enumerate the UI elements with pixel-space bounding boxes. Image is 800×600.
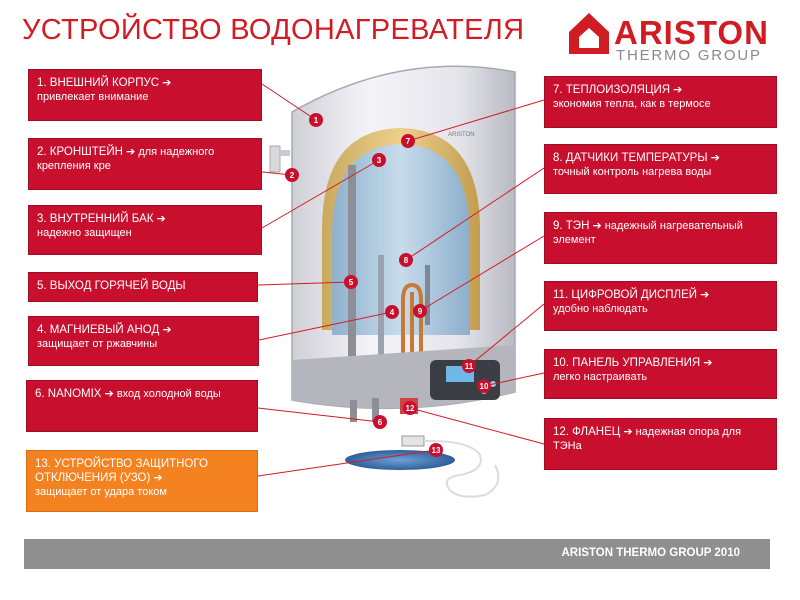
marker-8: 8 bbox=[399, 253, 413, 267]
svg-text:9: 9 bbox=[418, 307, 423, 316]
arrow-right-icon: ➔ bbox=[703, 357, 712, 369]
svg-text:7: 7 bbox=[406, 137, 411, 146]
callout-inner-tank: 3. ВНУТРЕННИЙ БАК ➔ надежно защищен bbox=[28, 205, 262, 255]
callout-flange: 12. ФЛАНЕЦ ➔ надежная опора для ТЭНа bbox=[544, 418, 777, 470]
callout-nanomix: 6. NANOMIX ➔ вход холодной воды bbox=[26, 380, 258, 432]
arrow-right-icon: ➔ bbox=[700, 289, 709, 301]
callout-rcd: 13. УСТРОЙСТВО ЗАЩИТНОГО ОТКЛЮЧЕНИЯ (УЗО… bbox=[26, 450, 258, 512]
svg-text:4: 4 bbox=[390, 308, 395, 317]
marker-10: 10 bbox=[477, 379, 491, 393]
marker-1: 1 bbox=[309, 113, 323, 127]
footer-bar: ARISTON THERMO GROUP 2010 bbox=[24, 539, 770, 569]
arrow-right-icon: ➔ bbox=[592, 220, 601, 232]
callout-magnesium-anode: 4. МАГНИЕВЫЙ АНОД ➔ защищает от ржавчины bbox=[28, 316, 259, 366]
callout-heating-element: 9. ТЭН ➔ надежный нагревательный элемент bbox=[544, 212, 777, 264]
marker-6: 6 bbox=[373, 415, 387, 429]
marker-9: 9 bbox=[413, 304, 427, 318]
svg-text:6: 6 bbox=[378, 418, 383, 427]
svg-text:3: 3 bbox=[377, 156, 382, 165]
callout-outer-shell: 1. ВНЕШНИЙ КОРПУС ➔ привлекает внимание bbox=[28, 69, 262, 121]
callout-bracket: 2. КРОНШТЕЙН ➔ для надежного крепления к… bbox=[28, 138, 262, 190]
svg-text:1: 1 bbox=[314, 116, 319, 125]
svg-text:8: 8 bbox=[404, 256, 409, 265]
svg-text:10: 10 bbox=[480, 382, 489, 391]
temperature-sensor bbox=[425, 265, 430, 325]
arrow-right-icon: ➔ bbox=[105, 388, 114, 400]
device-brand: ARISTON bbox=[448, 132, 475, 138]
svg-text:5: 5 bbox=[349, 278, 354, 287]
callout-temperature-sensors: 8. ДАТЧИКИ ТЕМПЕРАТУРЫ ➔ точный контроль… bbox=[544, 144, 777, 194]
marker-7: 7 bbox=[401, 134, 415, 148]
marker-5: 5 bbox=[344, 275, 358, 289]
arrow-right-icon: ➔ bbox=[126, 146, 135, 158]
marker-12: 12 bbox=[403, 401, 417, 415]
arrow-right-icon: ➔ bbox=[673, 84, 682, 96]
marker-11: 11 bbox=[462, 359, 476, 373]
arrow-right-icon: ➔ bbox=[162, 77, 171, 89]
arrow-right-icon: ➔ bbox=[157, 213, 166, 225]
footer-text: ARISTON THERMO GROUP 2010 bbox=[561, 547, 740, 559]
callout-digital-display: 11. ЦИФРОВОЙ ДИСПЛЕЙ ➔ удобно наблюдать bbox=[544, 281, 777, 331]
svg-text:2: 2 bbox=[290, 171, 295, 180]
arrow-right-icon: ➔ bbox=[711, 152, 720, 164]
svg-text:12: 12 bbox=[406, 404, 415, 413]
bracket bbox=[270, 146, 290, 172]
svg-text:11: 11 bbox=[465, 362, 474, 371]
marker-3: 3 bbox=[372, 153, 386, 167]
arrow-right-icon: ➔ bbox=[153, 472, 162, 484]
arrow-right-icon: ➔ bbox=[162, 324, 171, 336]
marker-2: 2 bbox=[285, 168, 299, 182]
callout-hot-water-outlet: 5. ВЫХОД ГОРЯЧЕЙ ВОДЫ bbox=[28, 272, 258, 302]
marker-4: 4 bbox=[385, 305, 399, 319]
callout-insulation: 7. ТЕПЛОИЗОЛЯЦИЯ ➔ экономия тепла, как в… bbox=[544, 76, 777, 128]
arrow-right-icon: ➔ bbox=[623, 426, 632, 438]
callout-control-panel: 10. ПАНЕЛЬ УПРАВЛЕНИЯ ➔ легко настраиват… bbox=[544, 349, 777, 399]
rcd-device bbox=[402, 436, 424, 446]
marker-13: 13 bbox=[429, 443, 443, 457]
svg-text:13: 13 bbox=[432, 446, 441, 455]
